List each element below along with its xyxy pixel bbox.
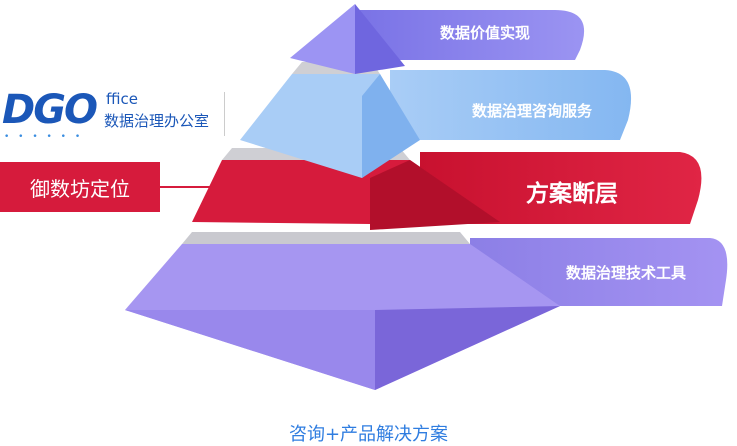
tier-3-banner: [420, 152, 702, 224]
positioning-label: 御数坊定位: [30, 176, 130, 201]
tier-3-label: 方案断层: [526, 181, 618, 207]
tier-1-label: 数据价值实现: [440, 24, 531, 42]
tier-3-right-face: [370, 160, 500, 230]
logo-dots-decoration: • • • • • •: [4, 132, 84, 142]
logo: DGO ffice 数据治理办公室 • • • • • •: [0, 88, 232, 150]
positioning-connector-line: [160, 186, 220, 188]
tier-1-left-face: [290, 4, 355, 74]
tier-1-right-face: [355, 4, 405, 74]
logo-mark: DGO: [2, 87, 98, 133]
tier-4-label: 数据治理技术工具: [566, 264, 687, 282]
positioning-label-box: 御数坊定位: [0, 162, 160, 212]
tier-1-banner: [360, 10, 585, 60]
logo-divider: [224, 92, 225, 136]
logo-suffix: ffice: [106, 90, 138, 108]
diagram-caption: 咨询+产品解决方案: [288, 424, 449, 445]
tier-4-right-face: [375, 306, 560, 390]
tier-2-banner: [390, 70, 632, 140]
tier-4-top-gray: [182, 232, 470, 244]
logo-subtitle: 数据治理办公室: [104, 112, 210, 130]
tier-2-right-face: [362, 74, 420, 178]
tier-2-label: 数据治理咨询服务: [472, 102, 593, 120]
tier-4-front-face: [125, 310, 375, 390]
